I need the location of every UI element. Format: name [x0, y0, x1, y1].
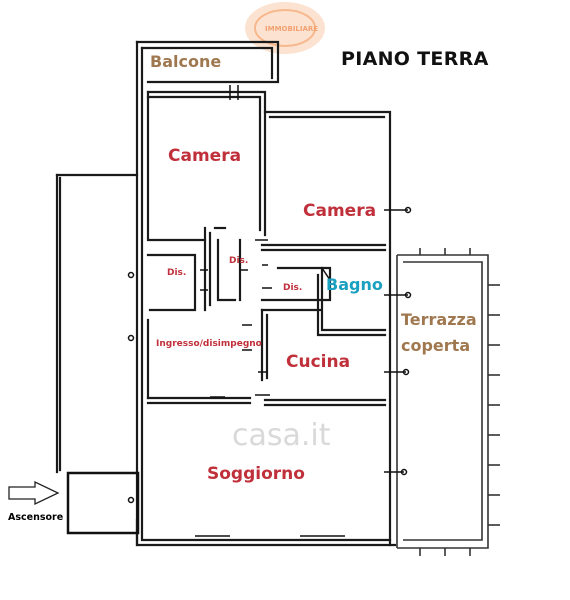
room-label-bagno: Bagno [326, 275, 383, 294]
room-label-terrazza: Terrazza [401, 310, 477, 329]
logo-text: IMMOBILIARE [265, 25, 319, 33]
room-label-balcone: Balcone [150, 52, 222, 71]
elevator-label: Ascensore [8, 512, 64, 523]
walls [55, 40, 397, 547]
elevator-arrow [8, 480, 60, 506]
room-label-dis-center: Dis. [229, 256, 249, 266]
room-label-cucina: Cucina [286, 352, 351, 372]
watermark-text: casa.it [232, 418, 331, 453]
room-label-dis-left: Dis. [167, 268, 187, 278]
room-label-camera-right: Camera [303, 201, 377, 221]
door-marks [195, 239, 345, 537]
room-label-ingresso: Ingresso/disimpegno [156, 339, 262, 349]
room-label-dis-bagno: Dis. [283, 283, 303, 293]
room-label-camera-left: Camera [168, 146, 242, 166]
page-title: PIANO TERRA [341, 48, 489, 70]
room-label-coperta: coperta [401, 336, 471, 355]
elevator-shaft [66, 471, 140, 535]
room-label-soggiorno: Soggiorno [207, 464, 305, 484]
terrace-railing [396, 254, 489, 549]
terrace-posts [419, 248, 500, 556]
window-marks [127, 85, 412, 504]
